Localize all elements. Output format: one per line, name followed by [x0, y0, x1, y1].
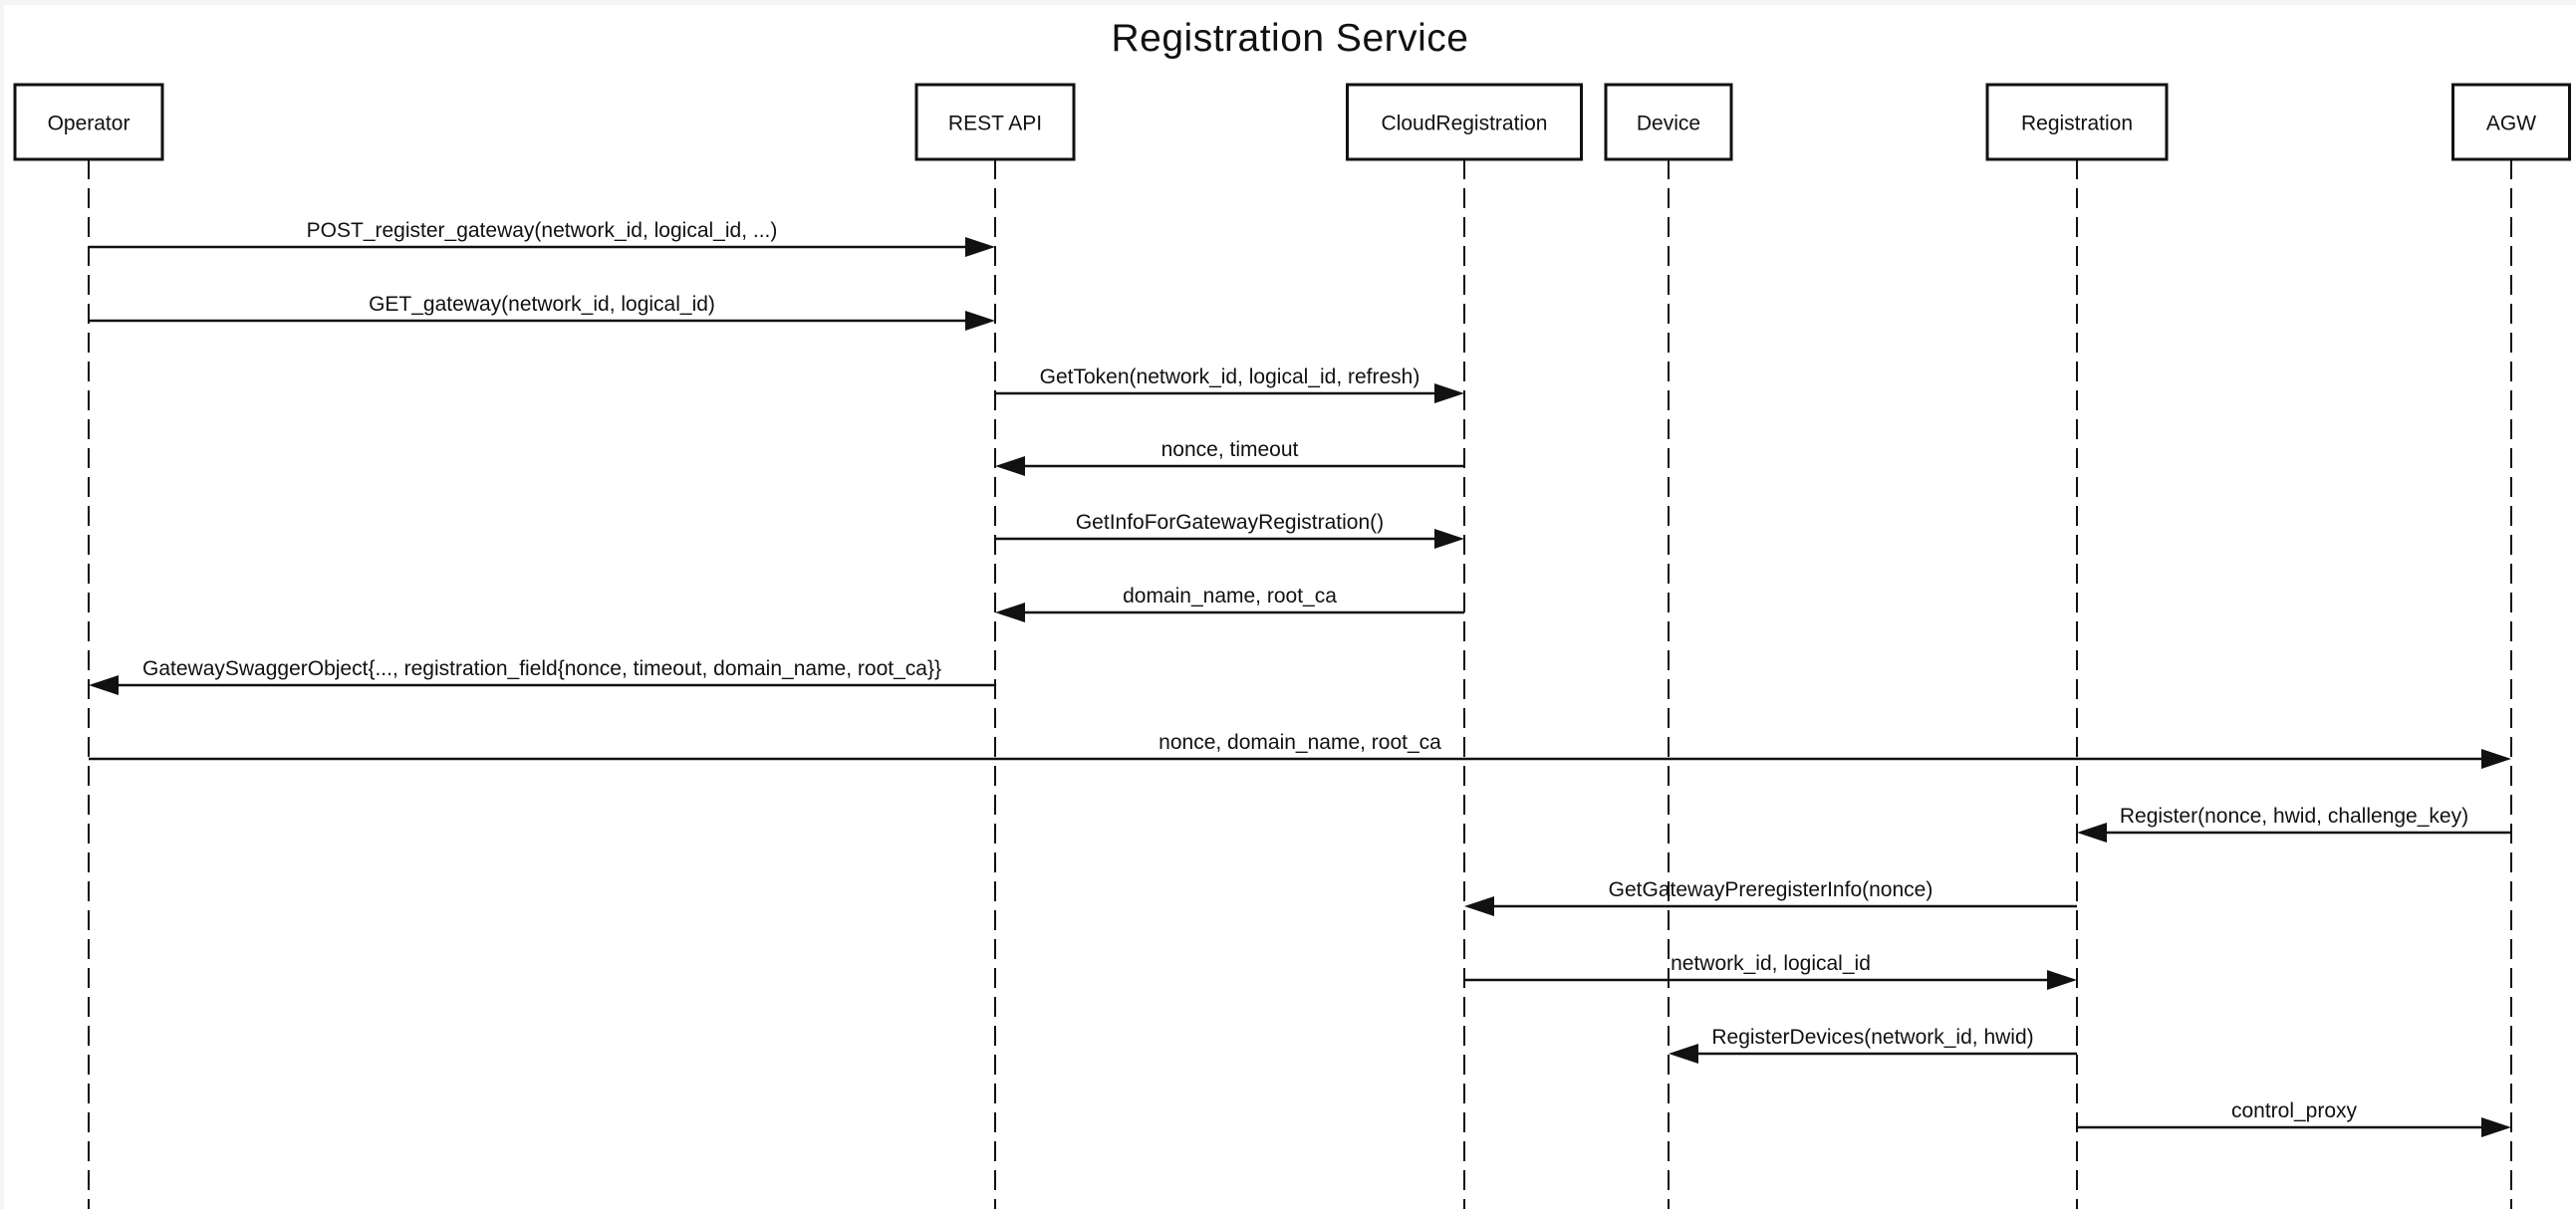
message-11: network_id, logical_id	[1464, 952, 2077, 990]
arrowhead-icon	[89, 675, 119, 695]
participant-box-rest-api	[914, 83, 1076, 161]
participant-label-cloud-registration: CloudRegistration	[1382, 113, 1548, 135]
participant-box-registration	[1985, 83, 2169, 161]
message-9: Register(nonce, hwid, challenge_key)	[2077, 805, 2511, 843]
message-label: RegisterDevices(network_id, hwid)	[1711, 1026, 2033, 1049]
participant-label-agw: AGW	[2486, 113, 2536, 135]
message-label: GetGatewayPreregisterInfo(nonce)	[1609, 878, 1933, 901]
arrowhead-icon	[2077, 823, 2107, 843]
message-2: GET_gateway(network_id, logical_id)	[89, 293, 995, 331]
participant-agw: AGW	[2451, 83, 2571, 161]
message-5: GetInfoForGatewayRegistration()	[995, 511, 1464, 549]
message-12: RegisterDevices(network_id, hwid)	[1669, 1026, 2077, 1064]
participant-rest-api: REST API	[914, 83, 1076, 161]
participant-box-agw	[2451, 83, 2571, 161]
message-8: nonce, domain_name, root_ca	[89, 731, 2511, 769]
message-3: GetToken(network_id, logical_id, refresh…	[995, 365, 1464, 403]
participant-label-rest-api: REST API	[948, 113, 1042, 135]
window-edge-top	[0, 0, 2576, 5]
message-13: control_proxy	[2077, 1099, 2511, 1137]
message-6: domain_name, root_ca	[995, 585, 1464, 622]
arrowhead-icon	[1464, 896, 1494, 916]
participant-registration: Registration	[1985, 83, 2169, 161]
participant-box-cloud-registration	[1346, 83, 1583, 161]
message-10: GetGatewayPreregisterInfo(nonce)	[1464, 878, 2077, 916]
participant-label-operator: Operator	[48, 113, 130, 135]
message-7: GatewaySwaggerObject{..., registration_f…	[89, 657, 995, 695]
message-label: GET_gateway(network_id, logical_id)	[369, 293, 715, 316]
participant-label-registration: Registration	[2021, 113, 2133, 135]
message-label: nonce, domain_name, root_ca	[1159, 731, 1441, 754]
arrowhead-icon	[1434, 529, 1464, 549]
message-label: POST_register_gateway(network_id, logica…	[307, 219, 778, 242]
message-label: GatewaySwaggerObject{..., registration_f…	[142, 657, 941, 680]
message-label: Register(nonce, hwid, challenge_key)	[2120, 805, 2468, 828]
window-edge-left	[0, 5, 4, 1209]
message-label: GetInfoForGatewayRegistration()	[1076, 511, 1384, 534]
message-label: domain_name, root_ca	[1123, 585, 1337, 607]
arrowhead-icon	[965, 237, 995, 257]
arrowhead-icon	[1669, 1044, 1698, 1064]
arrowhead-icon	[995, 456, 1025, 476]
message-label: control_proxy	[2231, 1099, 2358, 1122]
participant-box-operator	[13, 83, 164, 161]
message-label: network_id, logical_id	[1671, 952, 1871, 975]
arrowhead-icon	[1434, 383, 1464, 403]
sequence-diagram-canvas: Registration Service Operator REST API Clo…	[4, 5, 2576, 1209]
message-1: POST_register_gateway(network_id, logica…	[89, 219, 995, 257]
message-4: nonce, timeout	[995, 438, 1464, 476]
arrowhead-icon	[2481, 749, 2511, 769]
participant-cloud-registration: CloudRegistration	[1346, 83, 1583, 161]
participant-operator: Operator	[13, 83, 164, 161]
arrowhead-icon	[995, 603, 1025, 622]
arrowhead-icon	[2481, 1117, 2511, 1137]
participant-device: Device	[1604, 83, 1733, 161]
message-label: GetToken(network_id, logical_id, refresh…	[1040, 365, 1420, 388]
arrowhead-icon	[965, 311, 995, 331]
arrowhead-icon	[2047, 970, 2077, 990]
diagram-title: Registration Service	[1111, 17, 1469, 60]
message-label: nonce, timeout	[1161, 438, 1299, 461]
participant-label-device: Device	[1637, 113, 1700, 135]
participant-box-device	[1604, 83, 1733, 161]
